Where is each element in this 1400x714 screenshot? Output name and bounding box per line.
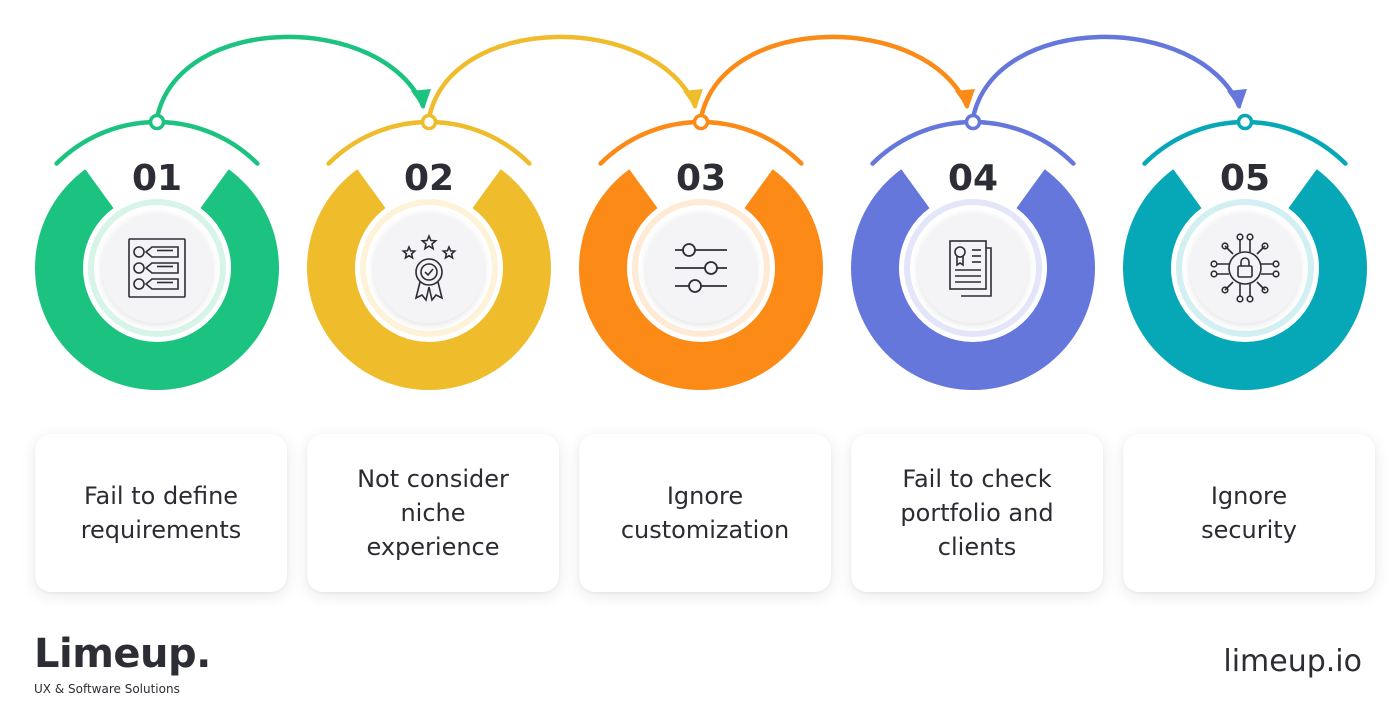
circuit-lock-icon [1210, 233, 1280, 303]
step-number: 01 [132, 158, 182, 199]
step-04: 04 [851, 113, 1095, 390]
step-label: Ignore security [1201, 482, 1297, 544]
step-05: 05 [1123, 113, 1368, 390]
step-02: 02 [306, 113, 551, 390]
ring-segment [851, 169, 1095, 390]
ring-halo [1176, 199, 1314, 337]
arrow-head-icon [411, 89, 431, 109]
step-card: Fail to define requirements [35, 434, 287, 592]
connector-node [1236, 113, 1254, 131]
connector-arc [426, 34, 698, 121]
connector-node [148, 113, 166, 131]
step-card: Ignore customization [579, 434, 831, 592]
step-label: Ignore customization [620, 482, 790, 544]
step-card: Ignore security [1123, 434, 1375, 592]
brand-name: Limeup. [34, 631, 211, 677]
step-number: 04 [948, 158, 998, 199]
brand-logo: Limeup. UX & Software Solutions [34, 632, 211, 696]
steps-diagram: 01 02 03 04 05 [34, 34, 1368, 391]
connector-arc [154, 34, 426, 121]
step-01: 01 [34, 113, 280, 390]
connector-node [420, 113, 438, 131]
connector-node [964, 113, 982, 131]
step-label: Fail to check portfolio and clients [900, 465, 1054, 561]
ring-segment [1123, 169, 1368, 390]
step-number: 02 [404, 158, 454, 199]
connector-node [692, 113, 710, 131]
ring-segment [578, 169, 823, 391]
ring-halo [632, 199, 770, 337]
icon-disc [374, 213, 484, 323]
step-number: 05 [1220, 158, 1270, 199]
icon-disc [102, 213, 212, 323]
step-card: Not consider niche experience [307, 434, 559, 592]
ring-segment [34, 169, 280, 390]
step-number: 03 [676, 158, 726, 199]
ring-halo [88, 199, 226, 337]
step-label: Not consider niche experience [357, 465, 509, 561]
documents-icon [949, 240, 992, 297]
step-card: Fail to check portfolio and clients [851, 434, 1103, 592]
brand-tagline: UX & Software Solutions [34, 682, 180, 696]
connector-arc [698, 34, 970, 121]
arrow-head-icon [683, 89, 703, 109]
ring-halo [360, 199, 498, 337]
step-03: 03 [578, 113, 823, 391]
step-label: Fail to define requirements [80, 482, 242, 544]
ring-segment [306, 169, 551, 390]
arrow-head-icon [955, 89, 975, 109]
connector-arc [970, 34, 1242, 121]
arrow-head-icon [1227, 89, 1247, 109]
website-link[interactable]: limeup.io [1223, 644, 1362, 679]
ring-halo [904, 199, 1042, 337]
award-stars-icon [401, 233, 457, 302]
numbered-list-icon [128, 238, 186, 298]
sliders-icon [675, 243, 727, 293]
